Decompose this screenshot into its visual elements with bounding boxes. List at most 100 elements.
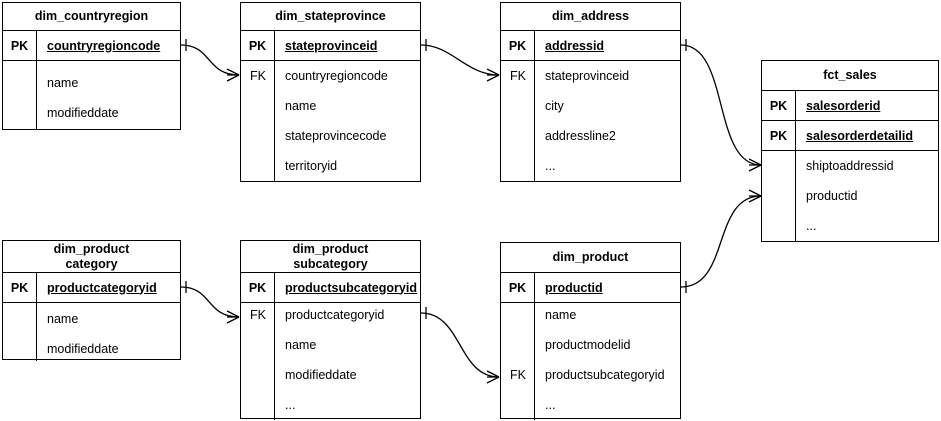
entity-title: dim_address xyxy=(501,3,680,31)
key-column xyxy=(3,61,37,129)
crowsfoot-lower xyxy=(486,376,500,384)
relationship-line xyxy=(420,44,500,76)
pk-field-name: productid xyxy=(545,280,603,295)
crowsfoot-lower xyxy=(748,195,762,203)
pk-tag: PK xyxy=(241,273,275,302)
relationship-countryregion-stateprovince xyxy=(180,39,240,82)
attribute-row: productmodelid xyxy=(545,338,631,352)
fk-tag: FK xyxy=(250,69,266,83)
attribute-row: productsubcategoryid xyxy=(545,368,665,382)
pk-field-name: salesorderdetailid xyxy=(806,128,913,143)
key-column xyxy=(762,151,796,241)
entity-dim-countryregion[interactable]: dim_countryregion PK countryregioncode n… xyxy=(2,2,181,130)
pk-tag: PK xyxy=(762,121,796,150)
pk-field-name: addressid xyxy=(545,38,605,53)
pk-tag: PK xyxy=(762,91,796,120)
relationship-productcategory-productsubcategory xyxy=(180,281,240,324)
attribute-row: name xyxy=(285,338,317,352)
pk-tag: PK xyxy=(3,273,37,302)
attribute-list: stateprovinceid city addressline2 ... xyxy=(535,61,680,181)
crowsfoot-upper xyxy=(486,370,500,378)
entity-fct-sales[interactable]: fct_sales PK salesorderid PK salesorderd… xyxy=(761,60,939,242)
fk-tag: FK xyxy=(510,69,526,83)
key-column: FK xyxy=(501,303,535,420)
pk-field-name: productcategoryid xyxy=(47,280,157,295)
attribute-row: city xyxy=(545,99,564,113)
entity-dim-stateprovince[interactable]: dim_stateprovince PK stateprovinceid FK … xyxy=(240,2,421,182)
entity-pk-row[interactable]: PK addressid xyxy=(501,31,680,61)
relationship-line xyxy=(680,195,762,288)
pk-tag: PK xyxy=(501,273,535,302)
attribute-row: modifieddate xyxy=(47,342,119,356)
relationship-product-fctsales xyxy=(680,189,762,293)
relationship-line xyxy=(680,44,762,166)
crowsfoot-upper xyxy=(748,189,762,197)
attribute-row: countryregioncode xyxy=(285,69,388,83)
attribute-list: name modifieddate xyxy=(37,61,180,129)
pk-field-name: stateprovinceid xyxy=(285,38,378,53)
attribute-row: ... xyxy=(545,398,556,412)
entity-title: dim_product subcategory xyxy=(241,241,420,273)
entity-attribute-block: FK countryregioncode name stateprovincec… xyxy=(241,61,420,181)
entity-pk-row[interactable]: PK stateprovinceid xyxy=(241,31,420,61)
entity-pk-row[interactable]: PK countryregioncode xyxy=(3,31,180,61)
entity-attribute-block: FK productcategoryid name modifieddate .… xyxy=(241,303,420,420)
entity-pk-row[interactable]: PK salesorderid xyxy=(762,91,938,121)
attribute-row: territoryid xyxy=(285,159,338,173)
attribute-row: name xyxy=(285,99,317,113)
attribute-row: name xyxy=(545,308,577,322)
entity-attribute-block: name modifieddate xyxy=(3,303,180,361)
entity-pk-row[interactable]: PK salesorderdetailid xyxy=(762,121,938,151)
crowsfoot-upper xyxy=(226,310,240,318)
key-column: FK xyxy=(241,303,275,420)
attribute-row: ... xyxy=(285,398,296,412)
attribute-list: countryregioncode name stateprovincecode… xyxy=(275,61,420,181)
attribute-list: name modifieddate xyxy=(37,303,180,361)
entity-pk-row[interactable]: PK productsubcategoryid xyxy=(241,273,420,303)
attribute-list: name productmodelid productsubcategoryid… xyxy=(535,303,680,420)
attribute-row: modifieddate xyxy=(285,368,357,382)
attribute-list: productcategoryid name modifieddate ... xyxy=(275,303,420,420)
entity-attribute-block: shiptoaddressid productid ... xyxy=(762,151,938,241)
attribute-list: shiptoaddressid productid ... xyxy=(796,151,938,241)
relationship-stateprovince-address xyxy=(420,39,500,82)
entity-attribute-block: FK stateprovinceid city addressline2 ... xyxy=(501,61,680,181)
crowsfoot-upper xyxy=(486,68,500,76)
entity-title: fct_sales xyxy=(762,61,938,91)
attribute-row: productid xyxy=(806,189,858,203)
key-column: FK xyxy=(501,61,535,181)
pk-tag: PK xyxy=(241,31,275,60)
attribute-row: stateprovinceid xyxy=(545,69,630,83)
entity-dim-product[interactable]: dim_product PK productid FK name product… xyxy=(500,242,681,420)
entity-attribute-block: FK name productmodelid productsubcategor… xyxy=(501,303,680,420)
attribute-row: stateprovincecode xyxy=(285,129,387,143)
relationship-productsubcategory-product xyxy=(420,307,500,384)
pk-field-name: countryregioncode xyxy=(47,38,161,53)
key-column xyxy=(3,303,37,361)
entity-title: dim_product xyxy=(501,243,680,273)
entity-dim-productcategory[interactable]: dim_product category PK productcategoryi… xyxy=(2,240,181,361)
attribute-row: name xyxy=(47,312,79,326)
relationship-line xyxy=(420,312,500,378)
crowsfoot-lower xyxy=(226,74,240,82)
relationship-line xyxy=(180,44,240,76)
attribute-row: ... xyxy=(806,219,817,233)
attribute-row: shiptoaddressid xyxy=(806,159,894,173)
attribute-row: productcategoryid xyxy=(285,308,385,322)
attribute-row: modifieddate xyxy=(47,106,119,120)
entity-title: dim_countryregion xyxy=(3,3,180,31)
crowsfoot-upper xyxy=(226,68,240,76)
key-column: FK xyxy=(241,61,275,181)
attribute-row: ... xyxy=(545,159,556,173)
pk-tag: PK xyxy=(501,31,535,60)
attribute-row: addressline2 xyxy=(545,129,616,143)
fk-tag: FK xyxy=(510,368,526,382)
entity-dim-productsubcategory[interactable]: dim_product subcategory PK productsubcat… xyxy=(240,240,421,420)
relationship-line xyxy=(180,286,240,318)
crowsfoot-lower xyxy=(226,316,240,324)
entity-pk-row[interactable]: PK productid xyxy=(501,273,680,303)
crowsfoot-lower xyxy=(486,74,500,82)
entity-pk-row[interactable]: PK productcategoryid xyxy=(3,273,180,303)
entity-dim-address[interactable]: dim_address PK addressid FK stateprovinc… xyxy=(500,2,681,182)
crowsfoot-lower xyxy=(748,164,762,172)
